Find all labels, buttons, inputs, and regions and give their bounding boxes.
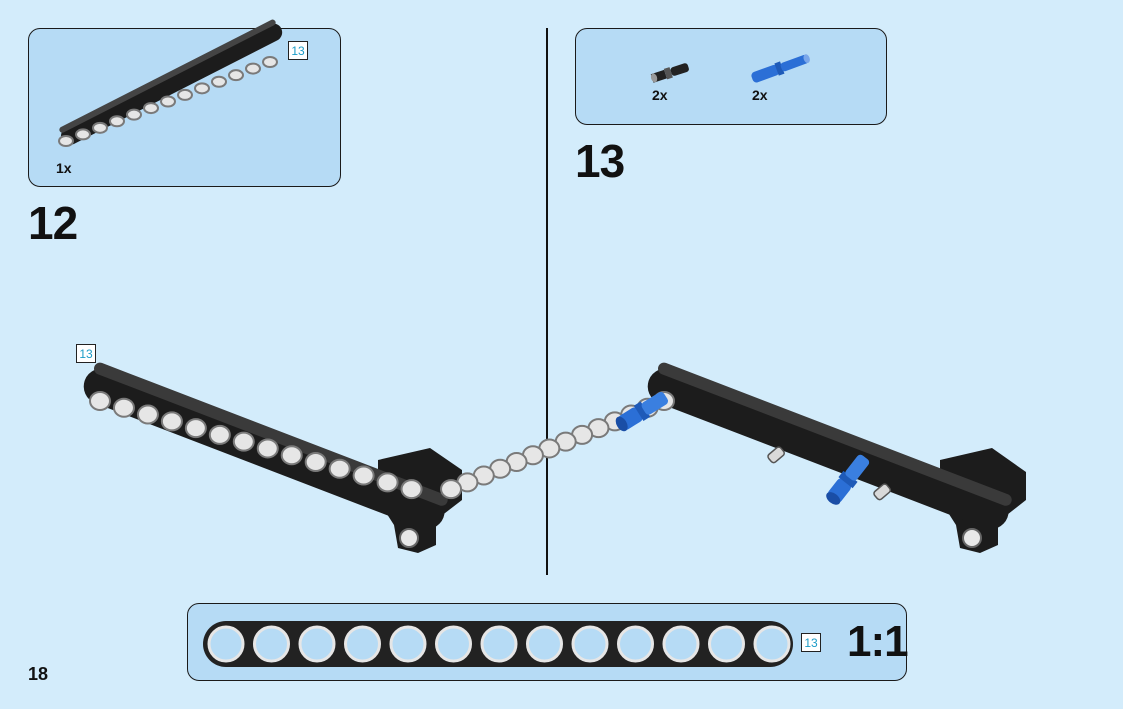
ruler-hole: [753, 625, 791, 663]
ruler-hole: [253, 625, 290, 663]
step12-part-qty: 1x: [56, 160, 72, 176]
beam-hole: [126, 108, 142, 121]
beam-hole: [194, 82, 210, 95]
beam-hole: [211, 75, 227, 88]
step-divider: [546, 28, 548, 575]
beam-hole: [208, 424, 231, 445]
beam-hole: [376, 472, 399, 493]
beam-hole: [92, 121, 108, 134]
beam-hole: [112, 397, 135, 418]
step13-parts-callout: [575, 28, 887, 125]
beam-hole: [228, 69, 244, 82]
beam-hole: [184, 418, 207, 439]
step13-number: 13: [575, 135, 625, 187]
beam-hole: [177, 88, 193, 101]
beam-hole: [136, 404, 159, 425]
step13-part2-qty: 2x: [752, 87, 768, 103]
ruler-hole: [480, 625, 518, 663]
beam-hole: [328, 458, 351, 479]
ruler-hole: [298, 625, 336, 663]
ruler-hole: [526, 625, 563, 663]
beam-hole: [352, 465, 375, 486]
ruler-hole: [207, 625, 245, 663]
beam-hole: [245, 62, 261, 75]
beam-hole: [232, 431, 255, 452]
step12-model-length-badge: 13: [76, 344, 96, 363]
ruler-hole: [344, 625, 381, 663]
beam-hole: [160, 411, 183, 432]
beam-hole: [256, 438, 279, 459]
beam-hole: [262, 56, 278, 68]
beam-hole: [75, 128, 91, 141]
beam-hole: [400, 479, 423, 500]
ruler-hole: [435, 625, 472, 663]
ruler-hole: [571, 625, 609, 663]
beam-hole: [160, 95, 176, 108]
beam-hole: [143, 102, 159, 115]
ruler-hole: [617, 625, 654, 663]
ruler-scale-label: 1:1: [847, 617, 909, 666]
page-number: 18: [28, 664, 49, 684]
beam-hole: [440, 479, 463, 500]
step13-part1-qty: 2x: [652, 87, 668, 103]
ruler-length-badge: 13: [801, 633, 821, 652]
ruler-hole: [708, 625, 745, 663]
ruler-hole: [389, 625, 427, 663]
step12-number: 12: [28, 197, 78, 249]
step12-part-length-badge: 13: [288, 41, 308, 60]
beam-hole: [280, 445, 303, 466]
beam-hole: [109, 115, 125, 128]
beam-hole: [304, 451, 327, 472]
beam-hole: [58, 135, 74, 147]
beam-hole: [89, 391, 111, 411]
ruler-hole: [662, 625, 700, 663]
